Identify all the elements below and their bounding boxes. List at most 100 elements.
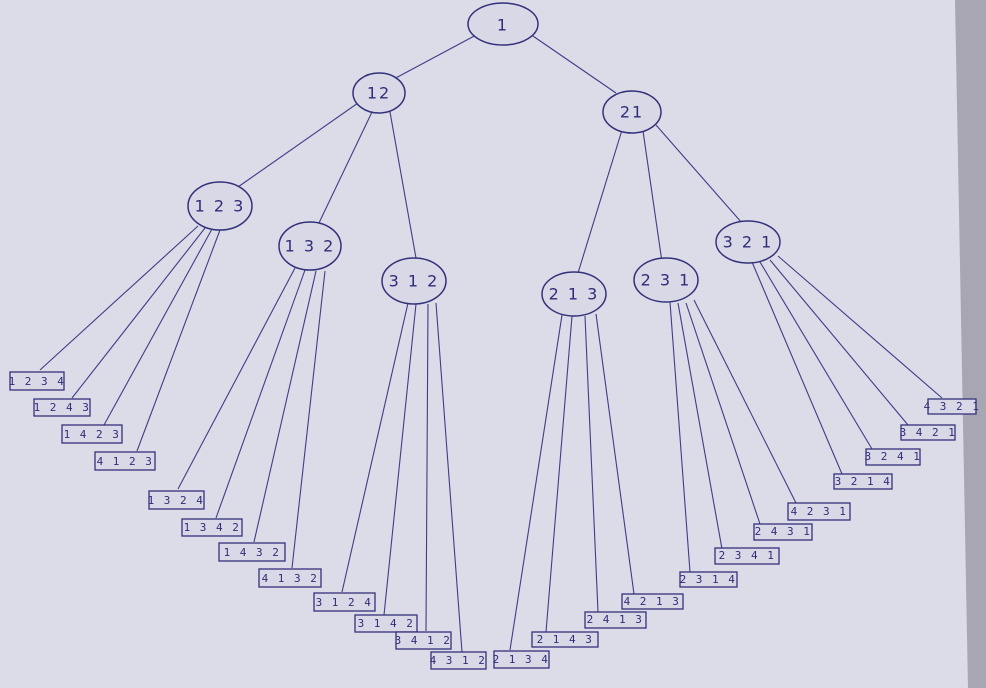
tree-leaves: 1 2 3 4 1 2 4 3 1 4 2 3 4 1 2 3 1 3 2 4 … [9, 371, 981, 670]
leaf-3142: 3 1 4 2 [354, 614, 418, 633]
edge-132-1342 [215, 269, 306, 519]
edge-312-4312 [435, 302, 463, 653]
node-123: 1 2 3 [187, 181, 253, 231]
leaf-box [714, 547, 780, 565]
leaf-3412: 3 4 1 2 [395, 631, 452, 650]
edge-1-21 [529, 33, 617, 94]
leaf-label: 1 4 3 2 [224, 546, 281, 559]
leaf-box [865, 448, 921, 466]
node-circle [467, 2, 539, 46]
edge-321-3241 [759, 261, 873, 450]
leaf-2413: 2 4 1 3 [584, 611, 647, 629]
edge-312-3142 [383, 303, 417, 616]
leaf-box [787, 502, 851, 521]
leaf-label: 4 1 2 3 [97, 455, 154, 468]
node-12: 12 [352, 72, 406, 114]
leaf-3241: 3 2 4 1 [865, 448, 921, 466]
edge-231-2431 [685, 302, 761, 525]
leaf-box [181, 518, 243, 537]
leaf-label: 4 3 2 1 [924, 400, 981, 413]
edge-12-132 [317, 111, 373, 226]
edge-321-4321 [777, 255, 943, 399]
edge-231-4231 [693, 299, 797, 504]
edge-132-1432 [253, 270, 317, 543]
node-132: 1 3 2 [278, 221, 342, 271]
node-label: 21 [620, 103, 644, 122]
node-label: 3 1 2 [389, 272, 440, 291]
node-312: 3 1 2 [381, 257, 447, 305]
leaf-label: 2 4 1 3 [587, 613, 644, 626]
leaf-label: 2 4 3 1 [755, 525, 812, 538]
node-circle [187, 181, 253, 231]
leaf-3124: 3 1 2 4 [313, 592, 376, 612]
leaf-box [313, 592, 376, 612]
node-321: 3 2 1 [715, 220, 781, 264]
leaf-label: 3 1 4 2 [358, 617, 415, 630]
leaf-box [33, 398, 91, 417]
leaf-2341: 2 3 4 1 [714, 547, 780, 565]
leaf-box [753, 523, 813, 541]
edge-1-12 [391, 33, 479, 81]
edge-123-1234 [39, 225, 199, 371]
edge-21-231 [642, 130, 663, 263]
edge-213-2143 [545, 315, 573, 633]
leaf-box [258, 568, 322, 588]
edge-21-213 [577, 129, 623, 274]
leaf-label: 3 4 2 1 [900, 426, 957, 439]
leaf-box [61, 424, 123, 444]
edge-312-3412 [425, 303, 429, 632]
edge-12-123 [237, 102, 359, 188]
leaf-4123: 4 1 2 3 [94, 451, 156, 471]
node-circle [278, 221, 342, 271]
leaf-box [621, 593, 684, 610]
node-label: 1 [497, 16, 509, 35]
node-circle [352, 72, 406, 114]
leaf-1423: 1 4 2 3 [61, 424, 123, 444]
leaf-label: 2 1 3 4 [493, 653, 550, 666]
leaf-label: 2 3 4 1 [719, 549, 776, 562]
leaf-box [900, 424, 956, 441]
leaf-label: 3 1 2 4 [316, 596, 373, 609]
leaf-2314: 2 3 1 4 [679, 571, 738, 588]
edge-123-1423 [103, 228, 213, 426]
leaf-label: 4 3 1 2 [430, 654, 487, 667]
leaf-2431: 2 4 3 1 [753, 523, 813, 541]
tree-edges [39, 33, 943, 653]
edge-123-1243 [71, 227, 206, 399]
leaf-box [148, 490, 205, 510]
node-21: 21 [602, 90, 662, 134]
leaf-box [493, 650, 550, 669]
node-label: 1 3 2 [285, 237, 336, 256]
edge-12-312 [389, 111, 417, 259]
leaf-2134: 2 1 3 4 [493, 650, 550, 669]
leaf-label: 4 2 1 3 [624, 595, 681, 608]
node-circle [381, 257, 447, 305]
leaf-4321: 4 3 2 1 [924, 398, 981, 415]
leaf-1432: 1 4 3 2 [218, 542, 286, 562]
leaf-box [395, 631, 452, 650]
leaf-box [679, 571, 738, 588]
edge-312-3124 [341, 302, 409, 593]
leaf-box [584, 611, 647, 629]
leaf-label: 3 2 1 4 [835, 475, 892, 488]
node-label: 3 2 1 [723, 233, 774, 252]
edge-132-1324 [177, 267, 296, 490]
edge-213-2413 [584, 315, 599, 613]
node-231: 2 3 1 [633, 257, 699, 303]
edge-123-4123 [136, 229, 221, 452]
leaf-box [354, 614, 418, 633]
edge-231-2314 [669, 301, 691, 573]
node-label: 1 2 3 [195, 197, 246, 216]
leaf-box [531, 631, 599, 648]
leaf-box [833, 473, 893, 490]
edge-21-321 [655, 124, 743, 224]
node-label: 2 3 1 [641, 271, 692, 290]
edge-321-3421 [769, 259, 909, 426]
leaf-3214: 3 2 1 4 [833, 473, 893, 490]
leaf-1234: 1 2 3 4 [9, 371, 66, 391]
leaf-label: 1 2 3 4 [9, 375, 66, 388]
tree-nodes: 1 12 21 1 2 3 1 3 2 3 1 2 2 1 3 2 3 1 [187, 2, 781, 317]
